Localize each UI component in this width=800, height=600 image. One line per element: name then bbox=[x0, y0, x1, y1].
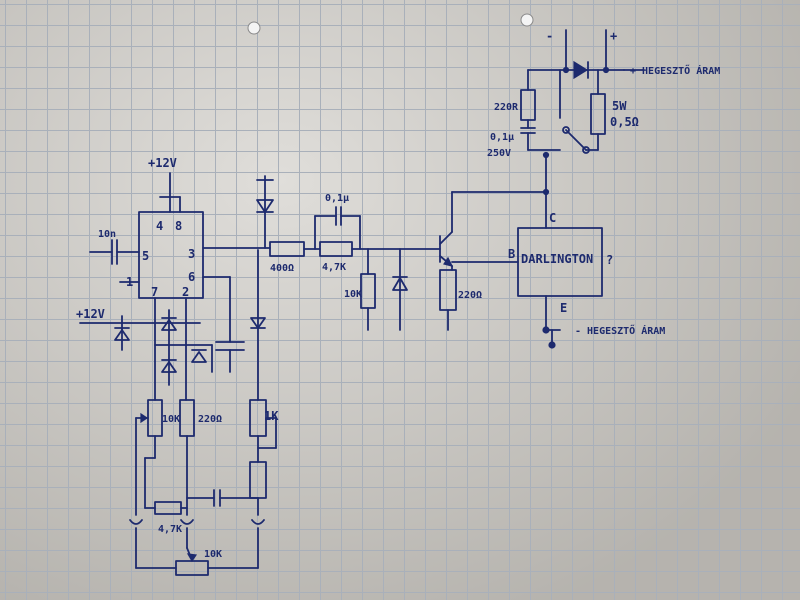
pot-10k-label: 10K bbox=[204, 549, 222, 560]
darlington-output bbox=[517, 29, 645, 349]
r-220-emitter-label: 220Ω bbox=[458, 290, 482, 301]
minus-rail-label: - bbox=[546, 29, 553, 43]
binder-hole bbox=[247, 21, 261, 35]
pin4-label: 4 bbox=[156, 219, 163, 233]
r-1k-label: 1K bbox=[264, 409, 279, 423]
pin3-label: 3 bbox=[188, 247, 195, 261]
r-10k-left-label: 10K bbox=[162, 414, 180, 425]
r-400-label: 400Ω bbox=[270, 263, 294, 274]
binder-hole bbox=[520, 13, 534, 27]
pin1-label: 1 bbox=[126, 275, 133, 289]
snubber-cap-label: 0,1μ bbox=[490, 132, 514, 143]
darlington-label: DARLINGTON bbox=[521, 252, 593, 266]
pin2-label: 2 bbox=[182, 285, 189, 299]
timing-network: +12V bbox=[76, 249, 277, 576]
r-220r-label: 220R bbox=[494, 102, 519, 113]
snubber-voltage-label: 250V bbox=[487, 148, 511, 159]
darlington-question-label: ? bbox=[606, 253, 613, 267]
pin-e-label: E bbox=[560, 301, 567, 315]
pin8-label: 8 bbox=[175, 219, 182, 233]
pin-b-label: B bbox=[508, 247, 515, 261]
timer-ic bbox=[89, 172, 271, 373]
weld-minus-label: - HEGESZTŐ ÁRAM bbox=[575, 323, 665, 337]
vcc-left-label: +12V bbox=[76, 307, 105, 321]
r-47k-mid-label: 4,7K bbox=[322, 262, 346, 273]
pin7-label: 7 bbox=[151, 285, 158, 299]
driver-stage bbox=[256, 175, 547, 331]
r-10k-mid-label: 10K bbox=[344, 289, 362, 300]
shunt-power-label: 5W bbox=[612, 99, 627, 113]
pin6-label: 6 bbox=[188, 270, 195, 284]
weld-plus-label: + HEGESZTŐ ÁRAM bbox=[630, 63, 720, 77]
vcc-top-label: +12V bbox=[148, 156, 177, 170]
r-220-left-label: 220Ω bbox=[198, 414, 222, 425]
r-47k-bottom-label: 4,7K bbox=[158, 524, 182, 535]
pin-c-label: C bbox=[549, 211, 556, 225]
cap-01u-label: 0,1μ bbox=[325, 193, 349, 204]
cap-10n-label: 10n bbox=[98, 229, 116, 240]
shunt-value-label: 0,5Ω bbox=[610, 115, 639, 129]
plus-rail-label: + bbox=[610, 29, 617, 43]
pin5-label: 5 bbox=[142, 249, 149, 263]
